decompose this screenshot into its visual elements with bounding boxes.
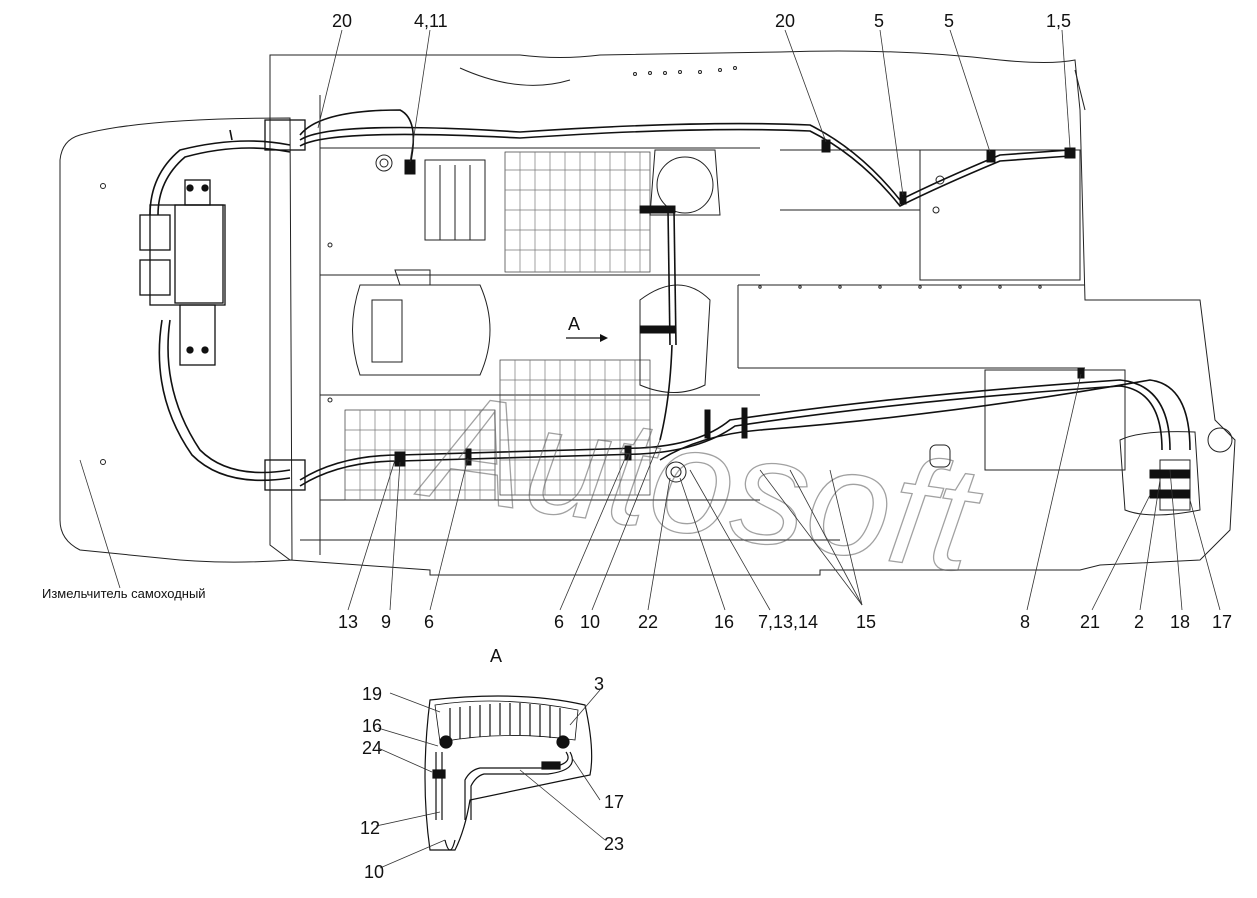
inner-components <box>327 149 1201 516</box>
callout-label: 20 <box>775 11 795 31</box>
callout-label: 15 <box>856 612 876 632</box>
detail-callout: 23 <box>604 834 624 854</box>
section-title: A <box>490 646 502 666</box>
callout-label: 6 <box>554 612 564 632</box>
callout-label: 20 <box>332 11 352 31</box>
header-caption: Измельчитель самоходный <box>42 586 206 601</box>
detail-callout: 3 <box>594 674 604 694</box>
harvester-header <box>59 117 293 563</box>
callout-label: 10 <box>580 612 600 632</box>
detail-callout: 19 <box>362 684 382 704</box>
callout-label: 4,11 <box>414 11 448 31</box>
callout-label: 18 <box>1170 612 1190 632</box>
callout-label: 1,5 <box>1046 11 1071 31</box>
hose-lines <box>149 109 1191 487</box>
callout-label: 5 <box>944 11 954 31</box>
callout-label: 9 <box>381 612 391 632</box>
detail-callout: 10 <box>364 862 384 882</box>
callout-label: 8 <box>1020 612 1030 632</box>
callout-label: 13 <box>338 612 358 632</box>
callout-label: 6 <box>424 612 434 632</box>
detail-view-a <box>424 695 593 851</box>
detail-callout: 12 <box>360 818 380 838</box>
callout-label: 2 <box>1134 612 1144 632</box>
leader-lines <box>79 29 1221 869</box>
callout-label: 16 <box>714 612 734 632</box>
callout-label: 21 <box>1080 612 1100 632</box>
gearbox <box>139 119 306 491</box>
mesh-panels <box>344 151 651 501</box>
detail-callout: 16 <box>362 716 382 736</box>
watermark: Autosoft <box>409 359 991 604</box>
view-marker: A <box>568 314 580 334</box>
callout-label: 22 <box>638 612 658 632</box>
callout-label: 7,13,14 <box>758 612 818 632</box>
callout-label: 5 <box>874 11 884 31</box>
detail-callout: 17 <box>604 792 624 812</box>
detail-callout: 24 <box>362 738 382 758</box>
callout-label: 17 <box>1212 612 1232 632</box>
